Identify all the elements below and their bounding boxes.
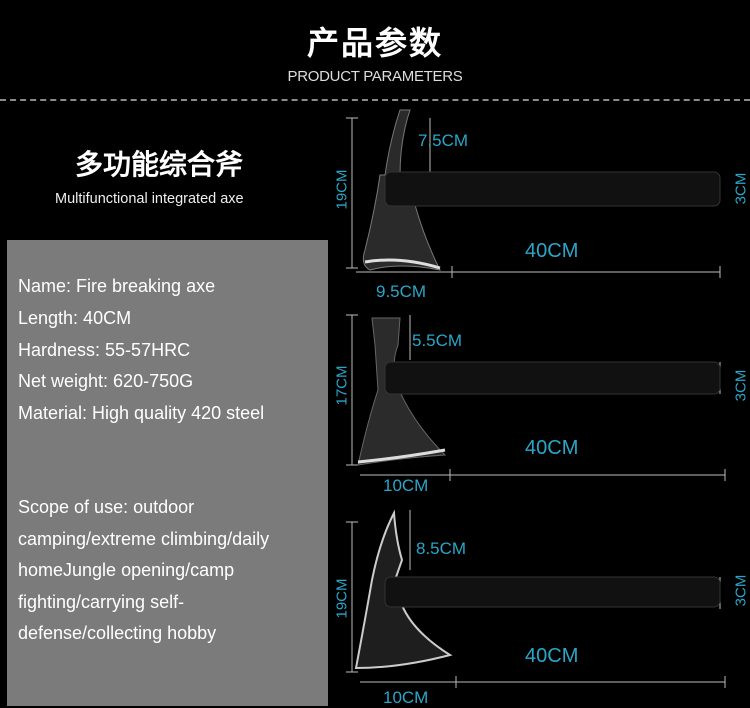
axe-1-grip: 3CM bbox=[732, 172, 750, 205]
scope-line: camping/extreme climbing/daily bbox=[18, 529, 270, 549]
spec-material: Material: High quality 420 steel bbox=[18, 403, 265, 423]
axe-3-head-width: 10CM bbox=[383, 688, 429, 707]
spec-hardness: Hardness: 55-57HRC bbox=[18, 340, 191, 360]
scope-line: homeJungle opening/camp bbox=[18, 560, 235, 580]
spec-panel: Name: Fire breaking axe Length: 40CM Har… bbox=[7, 240, 328, 706]
spec-weight: Net weight: 620-750G bbox=[18, 371, 194, 391]
scope-line: defense/collecting hobby bbox=[18, 623, 217, 643]
axe-2-spike-length: 5.5CM bbox=[412, 331, 463, 350]
axe-1-height: 19CM bbox=[333, 169, 351, 210]
axe-1-head-width: 9.5CM bbox=[376, 282, 427, 301]
spec-name: Name: Fire breaking axe bbox=[18, 276, 216, 296]
axe-3-height: 19CM bbox=[333, 578, 351, 619]
axe-2-grip: 3CM bbox=[732, 369, 750, 402]
axe-1-length: 40CM bbox=[525, 240, 579, 262]
axe-3 bbox=[354, 509, 721, 670]
dimension-lines bbox=[346, 117, 726, 688]
product-name-cn: 多功能综合斧 bbox=[75, 148, 244, 181]
scope-line: Scope of use: outdoor bbox=[18, 497, 195, 517]
page-subtitle: PRODUCT PARAMETERS bbox=[287, 68, 463, 85]
axe-3-grip: 3CM bbox=[732, 574, 750, 607]
axe-3-length: 40CM bbox=[525, 645, 579, 667]
page-title: 产品参数 bbox=[306, 24, 443, 62]
axe-2 bbox=[357, 317, 721, 466]
axe-2-length: 40CM bbox=[525, 437, 579, 459]
axe-1-spike-length: 7.5CM bbox=[418, 131, 469, 150]
dashed-divider bbox=[0, 99, 750, 101]
spec-length: Length: 40CM bbox=[18, 308, 132, 328]
axe-2-head-width: 10CM bbox=[383, 476, 429, 495]
axe-2-height: 17CM bbox=[333, 365, 351, 406]
axe-3-spike-length: 8.5CM bbox=[416, 539, 467, 558]
scope-line: fighting/carrying self- bbox=[18, 592, 185, 612]
product-name-en: Multifunctional integrated axe bbox=[55, 191, 244, 207]
axe-1 bbox=[362, 109, 721, 271]
